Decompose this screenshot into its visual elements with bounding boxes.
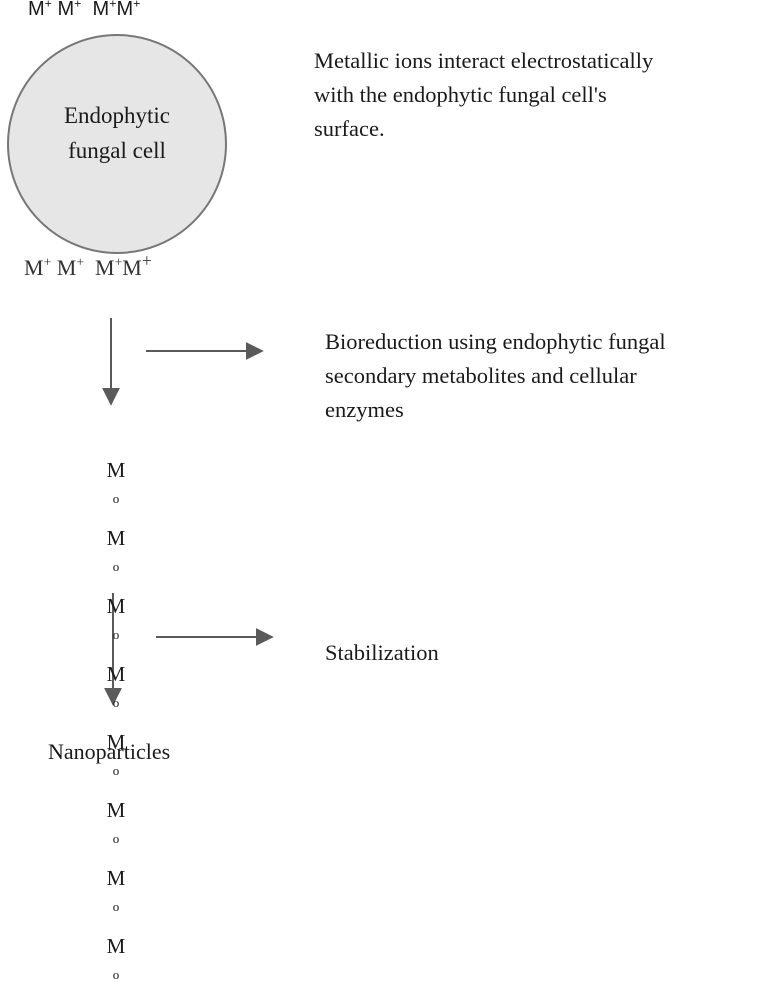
ion: M+	[95, 254, 123, 280]
note-line: Bioreduction using endophytic fungal	[325, 329, 666, 354]
bioreduction-note: Bioreduction using endophytic fungal sec…	[325, 325, 666, 427]
note-line: Metallic ions interact electrostatically	[314, 48, 654, 73]
note-line: secondary metabolites and cellular	[325, 363, 637, 388]
metal-ions-bottom: M+ M+ M+M+	[24, 250, 152, 281]
note-line: with the endophytic fungal cell's	[314, 82, 607, 107]
ion: M+	[56, 254, 84, 280]
ion: M+	[92, 0, 117, 20]
fungal-cell-label: Endophytic fungal cell	[6, 98, 228, 168]
stabilization-note: Stabilization	[325, 640, 439, 665]
cell-label-line-2: fungal cell	[68, 138, 166, 163]
fungal-cell-circle	[7, 34, 227, 254]
ion: M+	[116, 0, 141, 20]
cell-label-line-1: Endophytic	[63, 103, 171, 128]
ion: M+	[122, 250, 152, 280]
nanoparticles-label: Nanoparticles	[48, 739, 171, 764]
metal-ions-top: M+ M+ M+M+	[28, 0, 140, 21]
ion: M+	[24, 254, 52, 280]
note-line: surface.	[314, 116, 385, 141]
ion: M+	[28, 0, 52, 20]
note-line: enzymes	[325, 397, 404, 422]
ion: M+	[57, 0, 82, 20]
electrostatic-interaction-note: Metallic ions interact electrostatically…	[314, 44, 653, 146]
